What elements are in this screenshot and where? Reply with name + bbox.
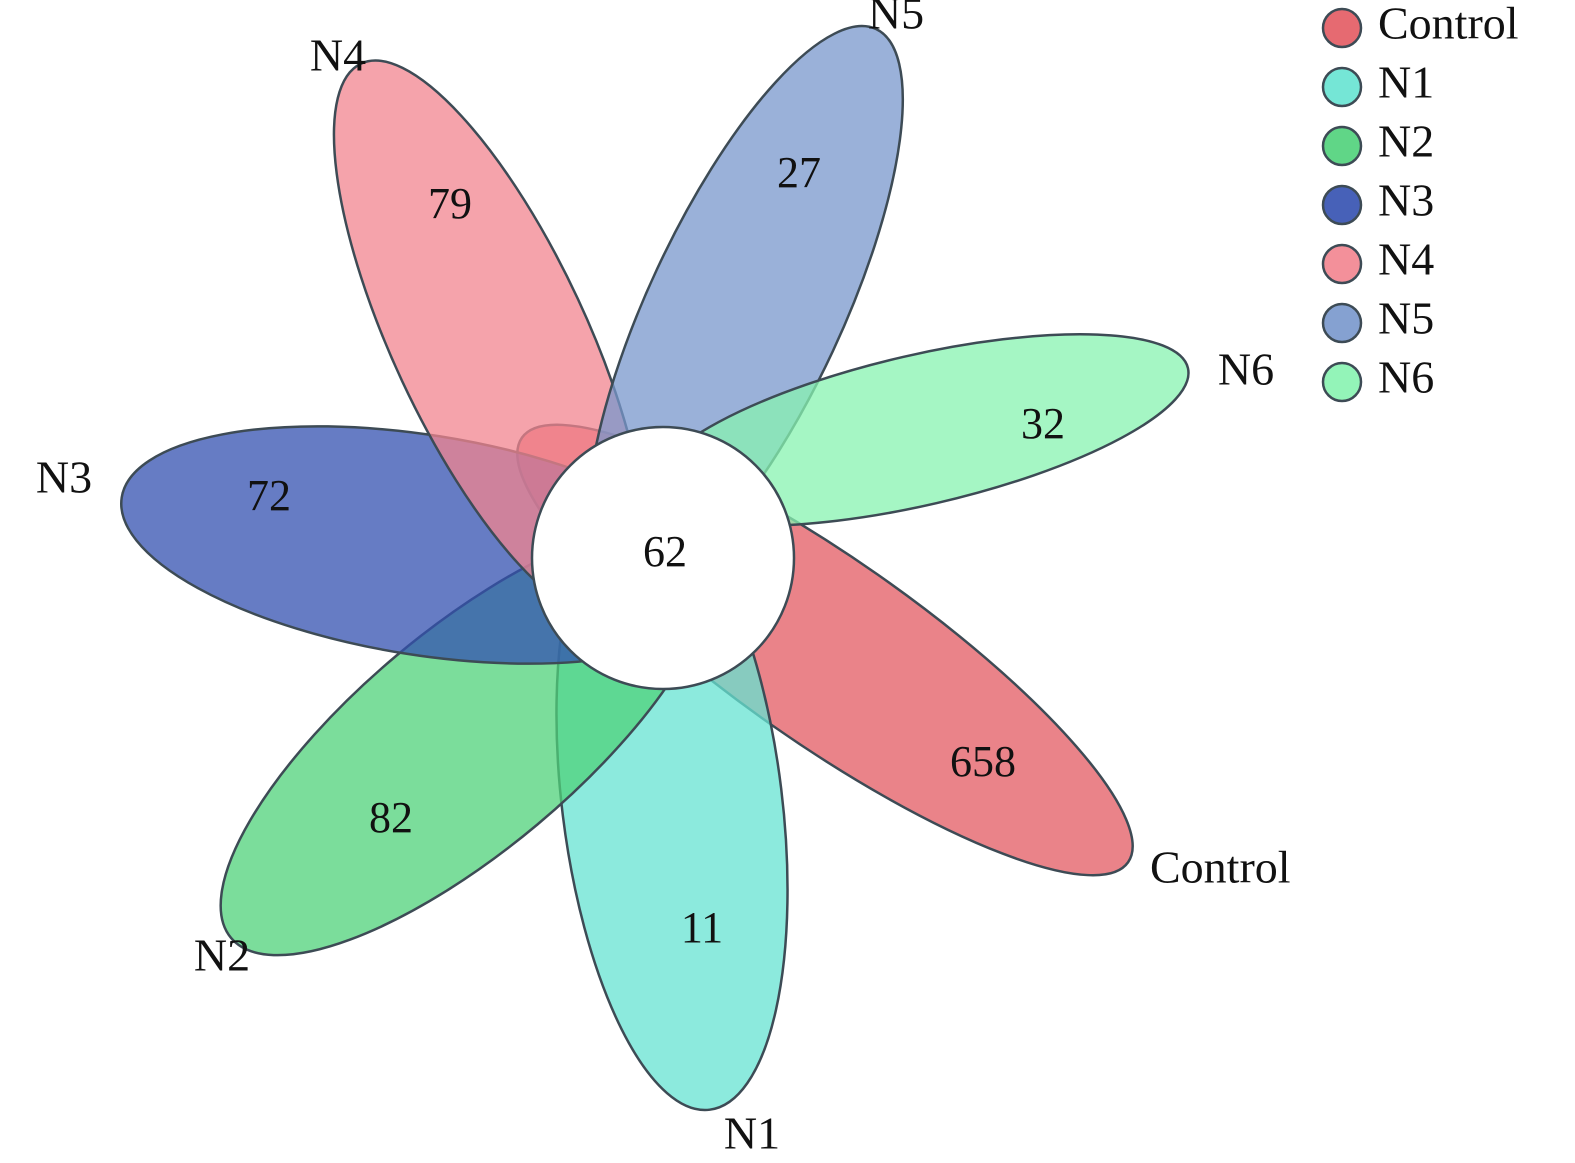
legend-label-n2: N2 <box>1378 116 1434 167</box>
petal-count-n1: 11 <box>681 903 723 952</box>
legend-swatch-n1 <box>1321 66 1363 108</box>
petal-count-n3: 72 <box>247 471 291 520</box>
legend-label-n5: N5 <box>1378 293 1434 344</box>
legend-swatch-n4 <box>1321 243 1363 285</box>
legend-swatch-n3 <box>1321 184 1363 226</box>
set-label-n6: N6 <box>1218 344 1274 395</box>
set-label-n4: N4 <box>310 30 366 81</box>
legend-label-n3: N3 <box>1378 175 1434 226</box>
core-count: 62 <box>643 527 687 576</box>
set-label-n2: N2 <box>194 930 250 981</box>
petal-count-control: 658 <box>950 737 1016 786</box>
legend-swatch-n6 <box>1321 361 1363 403</box>
petal-count-n4: 79 <box>428 179 472 228</box>
legend-swatch-n5 <box>1321 302 1363 344</box>
petal-counts-group: 658 11 82 72 79 27 32 <box>247 148 1065 952</box>
core-circle <box>530 425 796 691</box>
legend-label-n4: N4 <box>1378 234 1434 285</box>
petal-count-n6: 32 <box>1021 399 1065 448</box>
set-label-n5: N5 <box>868 0 924 39</box>
petal-count-n5: 27 <box>777 148 821 197</box>
legend-label-control: Control <box>1378 0 1519 49</box>
legend-swatch-n2 <box>1321 125 1363 167</box>
legend-label-n1: N1 <box>1378 57 1434 108</box>
set-label-n1: N1 <box>724 1108 780 1159</box>
set-label-n3: N3 <box>36 452 92 503</box>
legend-swatch-control <box>1321 7 1363 49</box>
set-label-control: Control <box>1150 842 1291 893</box>
petal-count-n2: 82 <box>369 793 413 842</box>
legend-label-n6: N6 <box>1378 352 1434 403</box>
core-group: 62 <box>530 425 796 691</box>
